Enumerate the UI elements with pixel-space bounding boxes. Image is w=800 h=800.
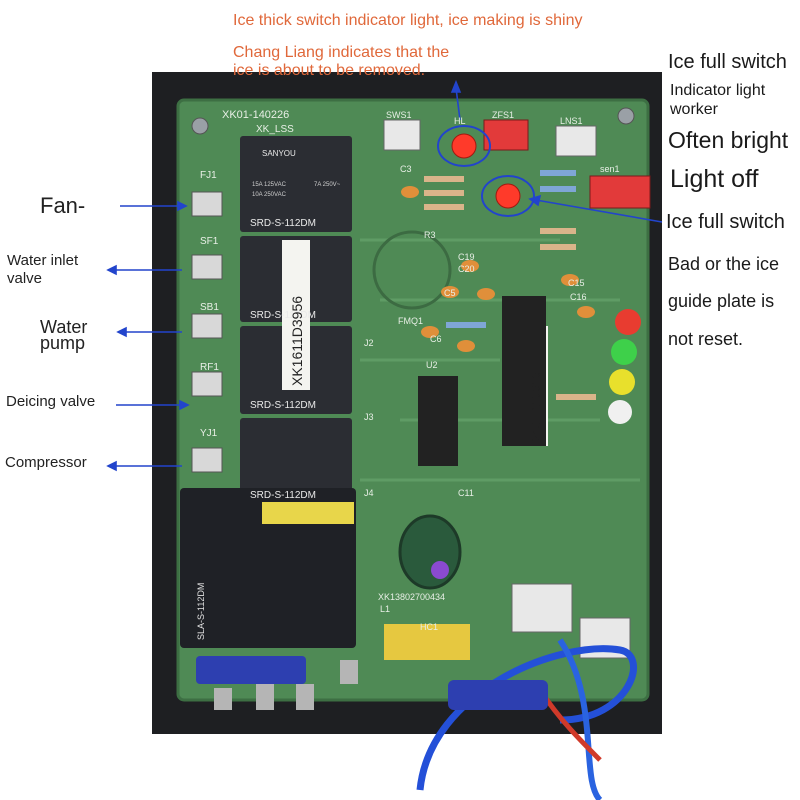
ceramic-capacitors xyxy=(401,186,595,352)
note-chang-liang: Chang Liang indicates that the xyxy=(233,44,450,61)
relay-spec3: 7A 250V~ xyxy=(314,182,341,188)
left-connectors xyxy=(191,191,223,473)
terminals xyxy=(214,660,358,710)
led-white xyxy=(608,400,632,424)
svg-text:U2: U2 xyxy=(426,360,438,370)
led-ice-thick xyxy=(451,133,477,159)
bottom-connector xyxy=(511,583,573,633)
screw xyxy=(191,117,209,135)
svg-text:C6: C6 xyxy=(430,334,442,344)
note-ice-removed: ice is about to be removed. xyxy=(233,62,426,79)
blue-wire-2 xyxy=(557,638,603,800)
blue-plastic-2 xyxy=(448,680,548,710)
conn-fj1: FJ1 xyxy=(200,170,217,181)
yellow-capacitor xyxy=(262,502,354,524)
svg-text:XK13802700434: XK13802700434 xyxy=(378,592,445,602)
lns1-connector xyxy=(555,125,597,157)
svg-text:C16: C16 xyxy=(570,292,587,302)
led-red xyxy=(615,309,641,335)
label-indicator-light: Indicator light xyxy=(670,82,766,99)
board-model-code: XK01-140226 xyxy=(222,109,289,121)
sws1-connector xyxy=(383,119,421,151)
label-bad-line2: guide plate is xyxy=(668,291,775,311)
electrolytic-top xyxy=(431,561,449,579)
ic-main xyxy=(502,296,546,446)
label-often-bright: Often bright xyxy=(668,127,789,153)
led-green xyxy=(611,339,637,365)
ic-u2 xyxy=(418,376,458,466)
blue-plastic xyxy=(196,656,306,684)
label-worker: worker xyxy=(670,101,719,118)
relay-3-model: SRD-S-112DM xyxy=(250,400,316,411)
relay-2-model: SRD-S-112DM xyxy=(250,310,316,321)
conn-sf1: SF1 xyxy=(200,236,219,247)
label-ice-full-switch: Ice full switch xyxy=(668,51,787,73)
svg-text:C11: C11 xyxy=(458,488,474,498)
label-bad-line3: not reset. xyxy=(668,329,744,349)
svg-text:C20: C20 xyxy=(458,264,475,274)
label-water-pump-line1: Water xyxy=(40,317,88,337)
callout-arrows xyxy=(106,79,663,472)
relay-4-model: SRD-S-112DM xyxy=(250,490,316,501)
label-light-off: Light off xyxy=(670,165,759,193)
led-yellow xyxy=(609,369,635,395)
relay-1-model: SRD-S-112DM xyxy=(250,218,316,229)
svg-text:C15: C15 xyxy=(568,278,585,288)
svg-text:HC1: HC1 xyxy=(420,622,438,632)
big-relay-model: SLA-S-112DM xyxy=(196,583,206,640)
silkscreen-labels: C3 R3 C19 C20 C15 C16 C5 C6 U2 FMQ1 J2 J… xyxy=(364,164,587,632)
sticker-2-text: 240L-110615 xyxy=(529,372,543,442)
highlight-ring-1 xyxy=(437,125,491,167)
conn-sws1: SWS1 xyxy=(386,110,412,120)
label-deicing-valve: Deicing valve xyxy=(6,393,96,410)
zfs1-connector xyxy=(483,119,529,151)
svg-text:C19: C19 xyxy=(458,252,475,262)
note-ice-thick: Ice thick switch indicator light, ice ma… xyxy=(233,12,583,29)
led-ice-full xyxy=(495,183,521,209)
electrolytic-capacitor xyxy=(398,514,462,590)
conn-hl: HL xyxy=(454,116,466,126)
conn-rf1: RF1 xyxy=(200,362,219,373)
svg-text:C3: C3 xyxy=(400,164,412,174)
svg-text:J3: J3 xyxy=(364,412,374,422)
label-water-inlet-line1: Water inlet xyxy=(7,252,79,269)
blue-wire xyxy=(416,645,637,791)
label-water-inlet-line2: valve xyxy=(7,270,43,287)
relay-brand: SANYOU xyxy=(262,149,296,158)
svg-text:C5: C5 xyxy=(444,288,456,298)
buzzer-outline xyxy=(372,230,452,310)
svg-text:J4: J4 xyxy=(364,488,374,498)
conn-lns1: LNS1 xyxy=(560,116,583,126)
conn-sen1: sen1 xyxy=(600,164,620,174)
svg-text:L1: L1 xyxy=(380,604,390,614)
resistors xyxy=(424,170,596,400)
sticker-1-text: XK1611D3956 xyxy=(289,296,305,386)
conn-yj1: YJ1 xyxy=(200,428,218,439)
hc1-capacitor xyxy=(384,624,470,660)
highlight-ring-2 xyxy=(481,175,535,217)
sen1-connector xyxy=(589,175,651,209)
label-ice-full-switch-2: Ice full switch xyxy=(666,211,785,233)
label-fan: Fan- xyxy=(40,193,86,218)
svg-text:FMQ1: FMQ1 xyxy=(398,316,423,326)
conn-sb1: SB1 xyxy=(200,302,219,313)
label-compressor: Compressor xyxy=(5,454,87,471)
svg-text:R3: R3 xyxy=(424,230,436,240)
relay-spec2: 10A 250VAC xyxy=(252,192,287,198)
sticker-1 xyxy=(282,240,310,390)
screw xyxy=(617,107,635,125)
board-model-sub: XK_LSS xyxy=(256,124,294,135)
label-water-pump-line2: pump xyxy=(40,333,86,353)
conn-zfs1: ZFS1 xyxy=(492,110,514,120)
label-bad-line1: Bad or the ice xyxy=(668,254,780,274)
svg-text:J2: J2 xyxy=(364,338,374,348)
relay-spec1: 15A 125VAC xyxy=(252,182,287,188)
